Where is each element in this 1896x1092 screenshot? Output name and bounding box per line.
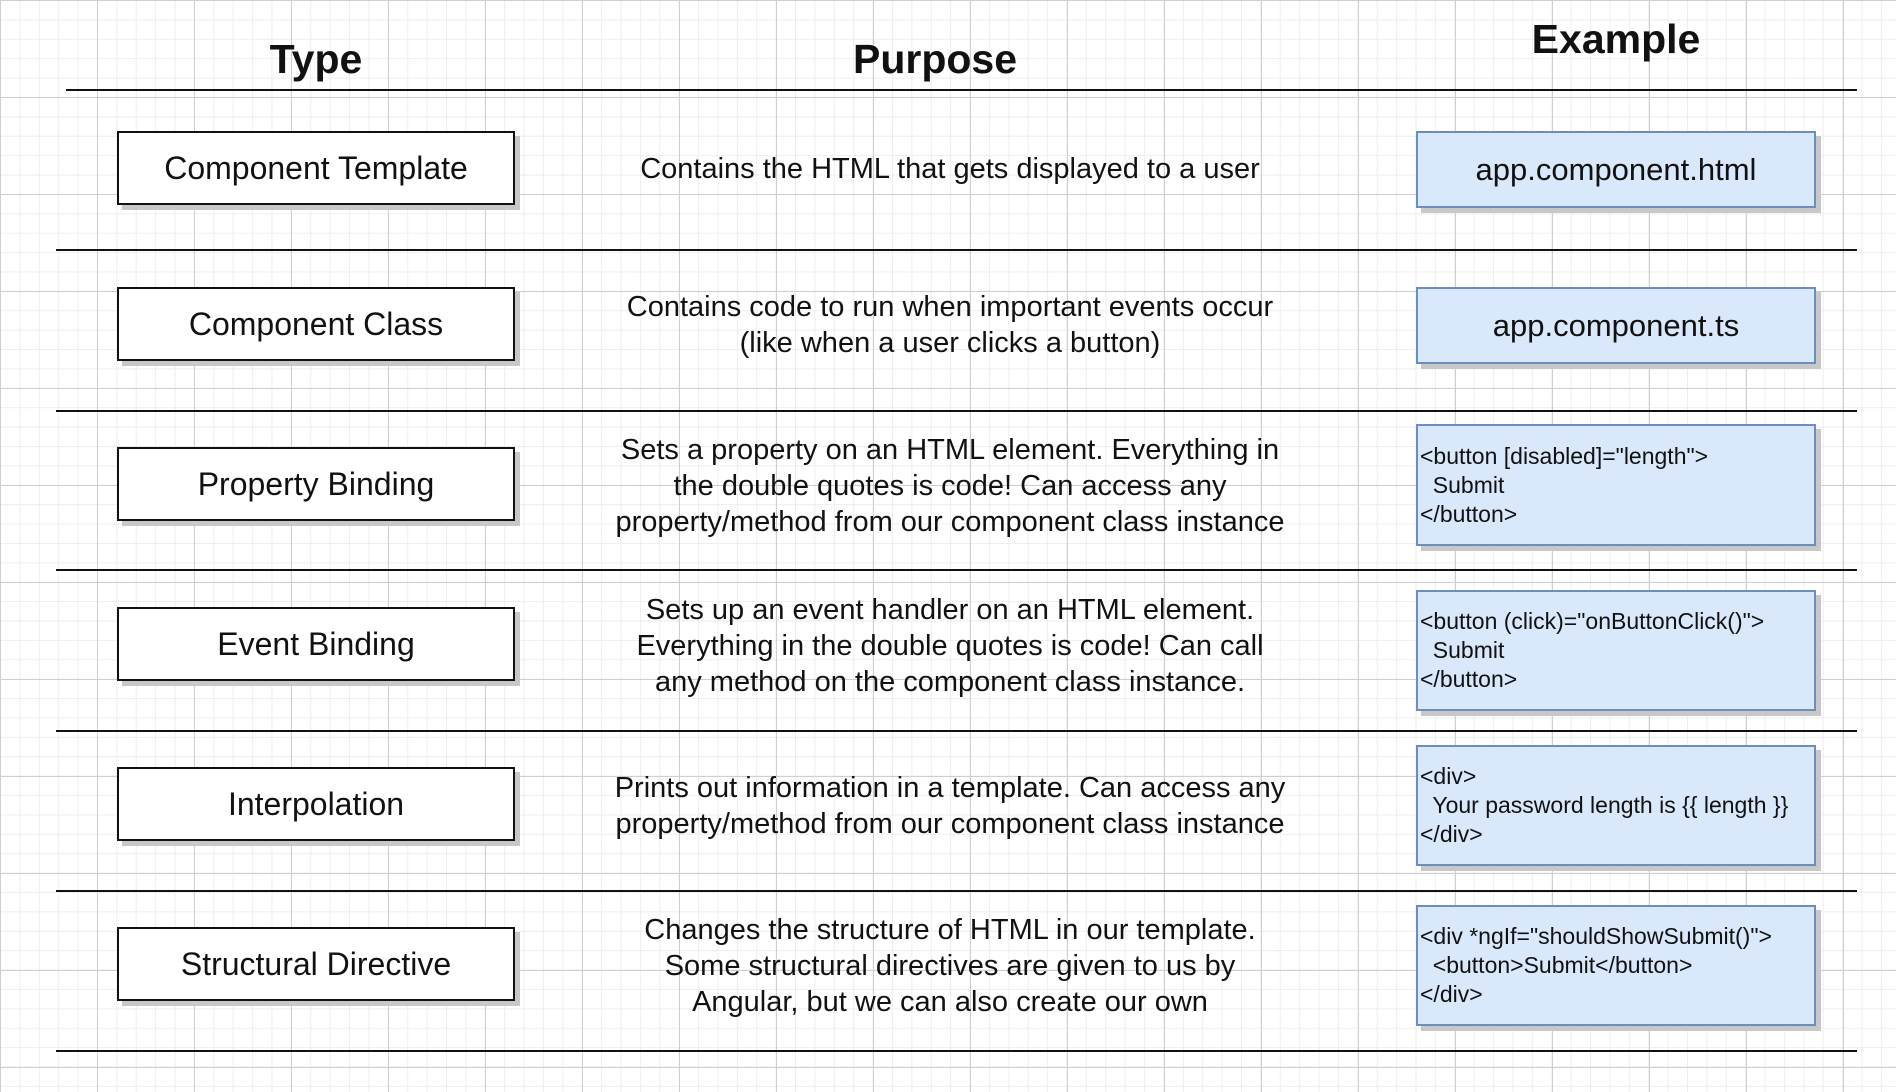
header-divider <box>66 89 1857 91</box>
purpose-text-component-template: Contains the HTML that gets displayed to… <box>640 153 1260 185</box>
row-divider <box>56 410 1857 412</box>
purpose-text-structural-directive: Changes the structure of HTML in our tem… <box>644 914 1256 1018</box>
example-box-interpolation: <div> Your password length is {{ length … <box>1416 745 1816 866</box>
type-box-component-class: Component Class <box>117 287 515 361</box>
type-box-interpolation: Interpolation <box>117 767 515 841</box>
row-divider <box>56 569 1857 571</box>
example-box-component-template: app.component.html <box>1416 131 1816 208</box>
purpose-text-event-binding: Sets up an event handler on an HTML elem… <box>636 594 1264 698</box>
example-box-component-class: app.component.ts <box>1416 287 1816 364</box>
purpose-text-property-binding: Sets a property on an HTML element. Ever… <box>615 434 1285 538</box>
type-box-component-template: Component Template <box>117 131 515 205</box>
row-divider <box>56 890 1857 892</box>
purpose-text-interpolation: Prints out information in a template. Ca… <box>614 772 1286 840</box>
header-example: Example <box>1531 16 1701 62</box>
row-divider <box>56 249 1857 251</box>
type-box-property-binding: Property Binding <box>117 447 515 521</box>
example-box-structural-directive: <div *ngIf="shouldShowSubmit()"> <button… <box>1416 905 1816 1026</box>
example-box-property-binding: <button [disabled]="length"> Submit </bu… <box>1416 424 1816 546</box>
row-divider <box>56 1050 1857 1052</box>
purpose-text-component-class: Contains code to run when important even… <box>626 291 1274 359</box>
example-box-event-binding: <button (click)="onButtonClick()"> Submi… <box>1416 590 1816 711</box>
row-divider <box>56 730 1857 732</box>
header-type: Type <box>269 36 363 82</box>
type-box-structural-directive: Structural Directive <box>117 927 515 1001</box>
type-box-event-binding: Event Binding <box>117 607 515 681</box>
header-purpose: Purpose <box>852 36 1018 82</box>
